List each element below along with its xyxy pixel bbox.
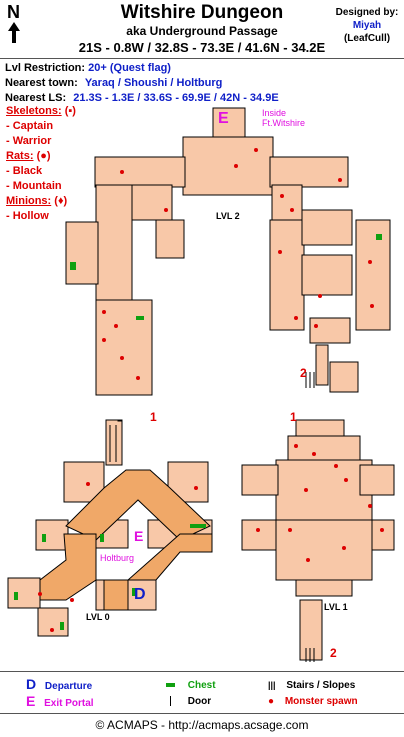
designer-alias: (LeafCull) — [343, 33, 391, 44]
exit-marker: E — [134, 528, 144, 544]
exit-location-note: Inside Ft.Witshire — [262, 108, 306, 128]
legend-spawn: ● Monster spawn — [268, 696, 358, 707]
stair-marker-2: 2 — [300, 366, 307, 380]
rat-type: - Mountain — [6, 180, 62, 192]
footer-credit: © ACMAPS - http://acmaps.acsage.com — [95, 718, 309, 732]
legend-exit: E Exit Portal — [26, 693, 94, 709]
legend-door: Door — [166, 696, 211, 707]
lvl-2-label: LVL 2 — [216, 211, 240, 221]
lvl-1-label: LVL 1 — [324, 602, 348, 612]
exit-marker: E — [218, 110, 229, 127]
nearest-town-label: Nearest town: — [5, 77, 78, 89]
upper-right-room — [269, 156, 349, 188]
rat-type: - Black — [6, 165, 43, 177]
upper-left-room — [94, 156, 186, 188]
monster-list: Skeletons: (▪) - Captain - Warrior Rats:… — [6, 104, 76, 224]
lvl-restriction-row: Lvl Restriction: 20+ (Quest flag) — [5, 62, 171, 74]
lvl-restriction-label: Lvl Restriction: — [5, 62, 86, 74]
north-indicator: N — [7, 2, 20, 43]
spawn-icon: ● — [268, 696, 275, 707]
north-arrow-icon — [8, 22, 20, 43]
departure-icon: D — [26, 676, 37, 692]
nearest-ls-value: 21.3S - 1.3E / 33.6S - 69.9E / 42N - 34.… — [73, 92, 279, 104]
skeleton-type: - Warrior — [6, 135, 52, 147]
minions-heading: Minions: (♦) — [6, 195, 68, 207]
minion-type: - Hollow — [6, 210, 49, 222]
central-hall — [182, 136, 274, 196]
map-subtitle: aka Underground Passage — [126, 24, 278, 38]
legend-chest: Chest — [166, 680, 216, 691]
skeleton-type: - Captain — [6, 120, 54, 132]
rats-heading: Rats: (●) — [6, 150, 51, 162]
footer-divider — [0, 713, 404, 714]
designer-name: Miyah — [352, 20, 382, 31]
stair-marker-1: 1 — [290, 410, 297, 424]
legend-departure: D Departure — [26, 676, 92, 692]
exit-room — [212, 107, 246, 139]
holtburg-label: Holtburg — [100, 553, 135, 563]
designer-box: Designed by: Miyah (LeafCull) — [334, 6, 400, 45]
lvl-0-label: LVL 0 — [86, 612, 110, 622]
spawn-label: Monster spawn — [284, 696, 358, 707]
skeletons-heading: Skeletons: (▪) — [6, 105, 76, 117]
nearest-ls-label: Nearest LS: — [5, 92, 67, 104]
chest-icon — [166, 683, 175, 688]
north-label: N — [7, 2, 20, 22]
designed-by-label: Designed by: — [335, 7, 399, 18]
door-label: Door — [187, 696, 212, 707]
departure-label: Departure — [44, 681, 93, 692]
lvl-restriction-value: 20+ (Quest flag) — [88, 62, 171, 74]
nearest-town-value: Yaraq / Shoushi / Holtburg — [84, 77, 223, 89]
map-title: Witshire Dungeon — [120, 2, 284, 23]
exit-portal-label: Exit Portal — [44, 698, 94, 709]
nearest-town-row: Nearest town: Yaraq / Shoushi / Holtburg — [5, 77, 222, 89]
stairs-label: Stairs / Slopes — [286, 680, 356, 691]
legend-divider — [0, 671, 404, 672]
exit-portal-icon: E — [26, 693, 36, 709]
header-divider — [0, 58, 404, 59]
legend-stairs: ||| Stairs / Slopes — [268, 680, 355, 691]
nearest-ls-row: Nearest LS: 21.3S - 1.3E / 33.6S - 69.9E… — [5, 92, 279, 104]
stair-marker-2: 2 — [330, 646, 337, 660]
door-icon — [170, 696, 171, 707]
chest-label: Chest — [187, 680, 216, 691]
dungeon-coords: 21S - 0.8W / 32.8S - 73.3E / 41.6N - 34.… — [78, 40, 326, 55]
stairs-icon: ||| — [268, 680, 276, 690]
stair-marker-1: 1 — [150, 410, 157, 424]
departure-marker: D — [134, 586, 146, 603]
